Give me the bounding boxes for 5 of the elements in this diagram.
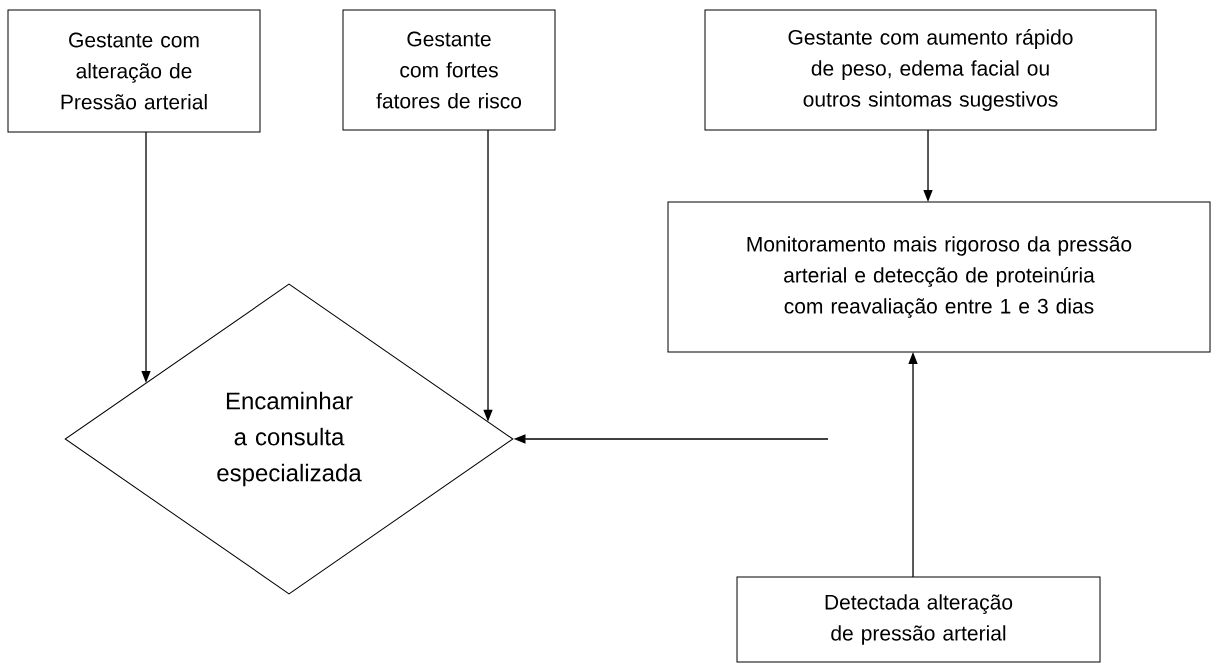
process-box: Gestante com alteração de Pressão arterial (7, 9, 261, 133)
process-box: Detectada alteração de pressão arterial (736, 576, 1101, 663)
process-box: Monitoramento mais rigoroso da pressão arterial e detecção de proteinúria com reavaliação entre 1 e 3 dias (667, 201, 1211, 353)
process-box: Gestante com fortes fatores de risco (342, 9, 556, 131)
process-box: Gestante com aumento rápido de peso, edema facial ou outros sintomas sugestivos (704, 9, 1157, 131)
